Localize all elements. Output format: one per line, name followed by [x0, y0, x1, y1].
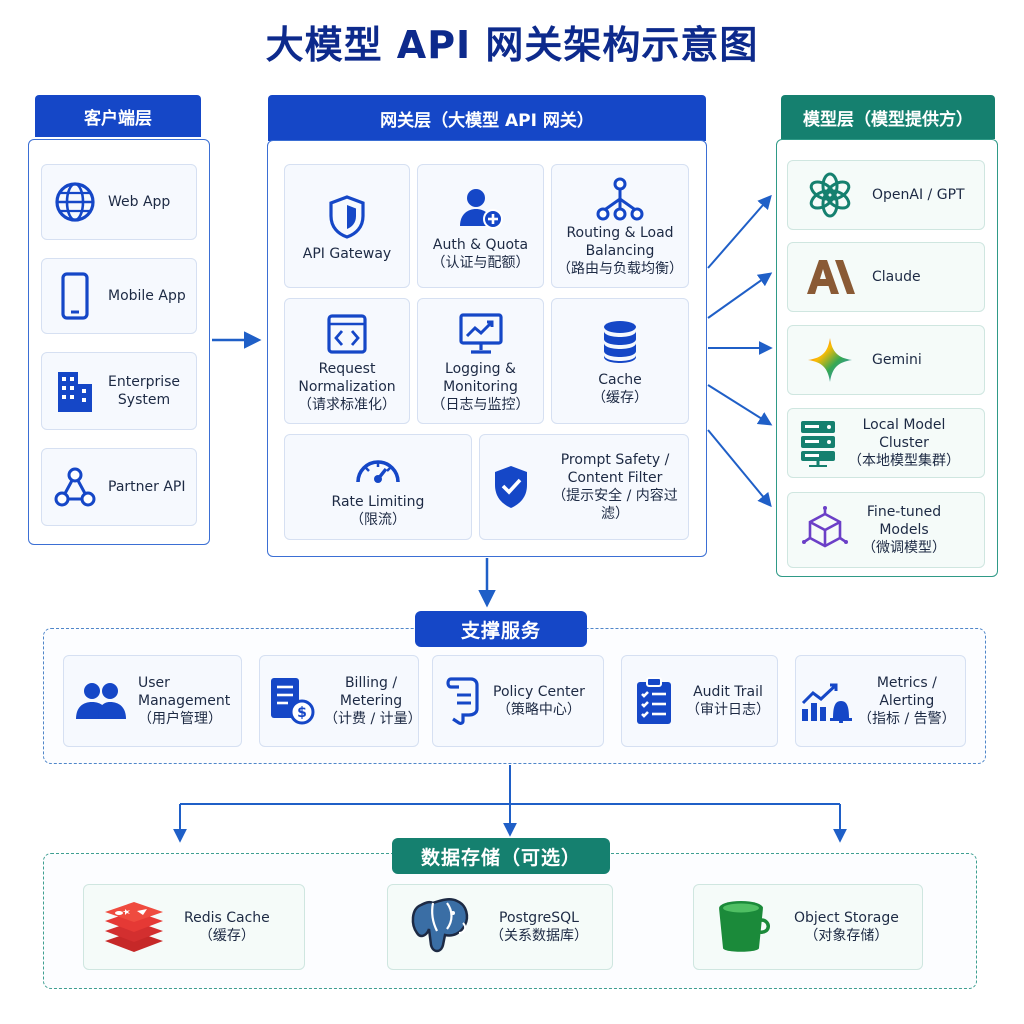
gateway-module-label: Logging & Monitoring （日志与监控） [431, 361, 530, 413]
storage-object-storage[interactable]: Object Storage （对象存储） [693, 884, 923, 970]
gateway-module-label: Cache （缓存） [592, 372, 648, 406]
module-logging-monitoring[interactable]: Logging & Monitoring （日志与监控） [417, 298, 544, 424]
shield-check-icon [480, 434, 542, 540]
module-api-gateway[interactable]: API Gateway [284, 164, 410, 288]
cube-icon [788, 492, 862, 568]
gateway-module-label: Routing & Load Balancing （路由与负载均衡） [557, 225, 683, 277]
gateway-layer-panel: API Gateway Auth & Quota （认证与配额） Routing… [267, 140, 707, 557]
bucket-icon [694, 884, 794, 970]
anthropic-logo-icon [788, 242, 872, 312]
code-icon [326, 308, 368, 360]
model-item-label: Fine-tuned Models （微调模型） [862, 504, 946, 556]
client-web-app[interactable]: Web App [41, 164, 197, 240]
module-request-normalization[interactable]: Request Normalization （请求标准化） [284, 298, 410, 424]
support-item-label: User Management （用户管理） [138, 675, 231, 727]
globe-icon [42, 164, 108, 240]
support-metrics-alerting[interactable]: Metrics / Alerting （指标 / 告警） [795, 655, 966, 747]
invoice-dollar-icon: $ [260, 655, 324, 747]
model-item-label: Claude [872, 269, 921, 285]
arrow-gateway-to-claude [707, 272, 773, 319]
data-storage-header: 数据存储（可选） [392, 838, 610, 874]
client-partner-api[interactable]: Partner API [41, 448, 197, 526]
support-item-label: Billing / Metering （计费 / 计量） [324, 675, 422, 727]
client-item-label: Mobile App [108, 288, 186, 304]
module-routing-load-balancing[interactable]: Routing & Load Balancing （路由与负载均衡） [551, 164, 689, 288]
storage-item-label: Object Storage （对象存储） [794, 910, 899, 944]
support-audit-trail[interactable]: Audit Trail （审计日志） [621, 655, 778, 747]
database-icon [601, 315, 639, 371]
client-layer-panel: Web App Mobile App Enterprise System Par… [28, 139, 210, 545]
support-billing-metering[interactable]: $ Billing / Metering （计费 / 计量） [259, 655, 422, 747]
client-enterprise-system[interactable]: Enterprise System [41, 352, 197, 430]
model-layer-panel: OpenAI / GPT Claude Gemini Local Model C… [776, 139, 998, 577]
users-icon [64, 655, 138, 747]
model-item-label: Gemini [872, 352, 922, 368]
support-item-label: Policy Center （策略中心） [493, 684, 585, 718]
support-item-label: Metrics / Alerting （指标 / 告警） [858, 675, 956, 727]
support-item-label: Audit Trail （审计日志） [686, 684, 770, 718]
arrow-gateway-to-local [707, 384, 773, 426]
support-policy-center[interactable]: Policy Center （策略中心） [432, 655, 604, 747]
server-stack-icon [788, 408, 848, 478]
storage-postgresql[interactable]: PostgreSQL （关系数据库） [387, 884, 613, 970]
mobile-phone-icon [42, 258, 108, 334]
storage-redis-cache[interactable]: Redis Cache （缓存） [83, 884, 305, 970]
routing-tree-icon [595, 174, 645, 224]
model-gemini[interactable]: Gemini [787, 325, 985, 395]
diagram-title: 大模型 API 网关架构示意图 [265, 23, 759, 67]
speedometer-icon [353, 445, 403, 493]
redis-logo-icon [84, 884, 184, 970]
model-openai-gpt[interactable]: OpenAI / GPT [787, 160, 985, 230]
shield-icon [327, 189, 367, 245]
storage-item-label: Redis Cache （缓存） [184, 910, 270, 944]
network-nodes-icon [42, 448, 108, 526]
client-mobile-app[interactable]: Mobile App [41, 258, 197, 334]
policy-document-icon [433, 655, 493, 747]
client-item-label: Enterprise System [108, 374, 181, 408]
metrics-bell-icon [796, 655, 858, 747]
arrow-gateway-to-finetuned [707, 429, 772, 508]
monitor-chart-icon [458, 308, 504, 360]
gateway-module-label: Rate Limiting （限流） [331, 494, 425, 528]
module-cache[interactable]: Cache （缓存） [551, 298, 689, 424]
model-item-label: Local Model Cluster （本地模型集群） [848, 417, 960, 469]
support-user-management[interactable]: User Management （用户管理） [63, 655, 242, 747]
client-item-label: Web App [108, 194, 171, 210]
storage-item-label: PostgreSQL （关系数据库） [490, 910, 588, 944]
module-auth-quota[interactable]: Auth & Quota （认证与配额） [417, 164, 544, 288]
gateway-layer-header: 网关层（大模型 API 网关） [268, 95, 706, 141]
openai-logo-icon [788, 160, 872, 230]
model-layer-header: 模型层（模型提供方） [781, 95, 995, 139]
user-add-icon [458, 180, 504, 236]
gateway-module-label: Prompt Safety / Content Filter （提示安全 / 内… [552, 452, 678, 522]
svg-text:$: $ [297, 705, 307, 721]
model-local-cluster[interactable]: Local Model Cluster （本地模型集群） [787, 408, 985, 478]
building-icon [42, 352, 108, 430]
postgresql-elephant-icon [388, 884, 490, 970]
module-prompt-safety[interactable]: Prompt Safety / Content Filter （提示安全 / 内… [479, 434, 689, 540]
module-rate-limiting[interactable]: Rate Limiting （限流） [284, 434, 472, 540]
gateway-module-label: Request Normalization （请求标准化） [298, 361, 396, 413]
client-layer-header: 客户端层 [35, 95, 201, 137]
support-services-header: 支撑服务 [415, 611, 587, 647]
client-item-label: Partner API [108, 479, 186, 495]
gateway-module-label: API Gateway [302, 246, 392, 262]
checklist-icon [622, 655, 686, 747]
model-fine-tuned[interactable]: Fine-tuned Models （微调模型） [787, 492, 985, 568]
model-item-label: OpenAI / GPT [872, 187, 965, 203]
gemini-star-icon [788, 325, 872, 395]
arrow-gateway-to-openai [707, 194, 772, 269]
model-claude[interactable]: Claude [787, 242, 985, 312]
gateway-module-label: Auth & Quota （认证与配额） [431, 237, 530, 271]
